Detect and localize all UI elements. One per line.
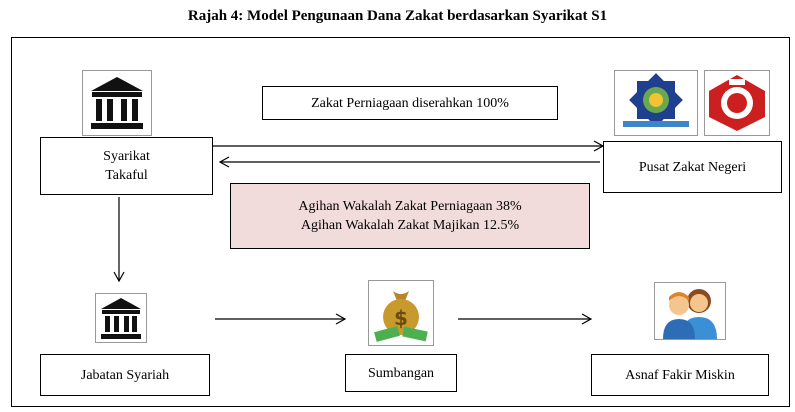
jabatan-syariah-node: Jabatan Syariah: [40, 354, 210, 396]
sumbangan-node: Sumbangan: [345, 354, 457, 392]
syarikat-label-line2: Takaful: [105, 168, 148, 183]
arrowhead-right-mid: [335, 313, 347, 325]
zakat-logo-icon: [704, 70, 770, 136]
bank-building-icon: [82, 70, 152, 136]
zakat-logo-icon: [614, 70, 698, 136]
zakat-perniagaan-label: Zakat Perniagaan diserahkan 100%: [262, 86, 558, 120]
arrowhead-left: [218, 156, 230, 168]
pusat-zakat-node: Pusat Zakat Negeri: [603, 141, 782, 193]
agihan-wakalah-box: Agihan Wakalah Zakat Perniagaan 38% Agih…: [230, 183, 590, 249]
agihan-line-1: Agihan Wakalah Zakat Perniagaan 38%: [298, 199, 522, 214]
syarikat-label-line1: Syarikat: [103, 149, 150, 164]
arrowhead-right-end: [581, 313, 593, 325]
people-icon: [654, 282, 726, 340]
arrowhead-down: [113, 271, 125, 283]
diagram-frame: [11, 37, 790, 407]
bank-building-icon: [95, 293, 147, 343]
agihan-line-2: Agihan Wakalah Zakat Majikan 12.5%: [300, 218, 520, 233]
asnaf-fakir-miskin-node: Asnaf Fakir Miskin: [591, 354, 769, 396]
syarikat-takaful-node: Syarikat Takaful: [40, 137, 213, 195]
svg-text:$: $: [394, 306, 408, 330]
figure-title: Rajah 4: Model Pengunaan Dana Zakat berd…: [187, 8, 608, 24]
money-bag-icon: $: [368, 280, 434, 346]
